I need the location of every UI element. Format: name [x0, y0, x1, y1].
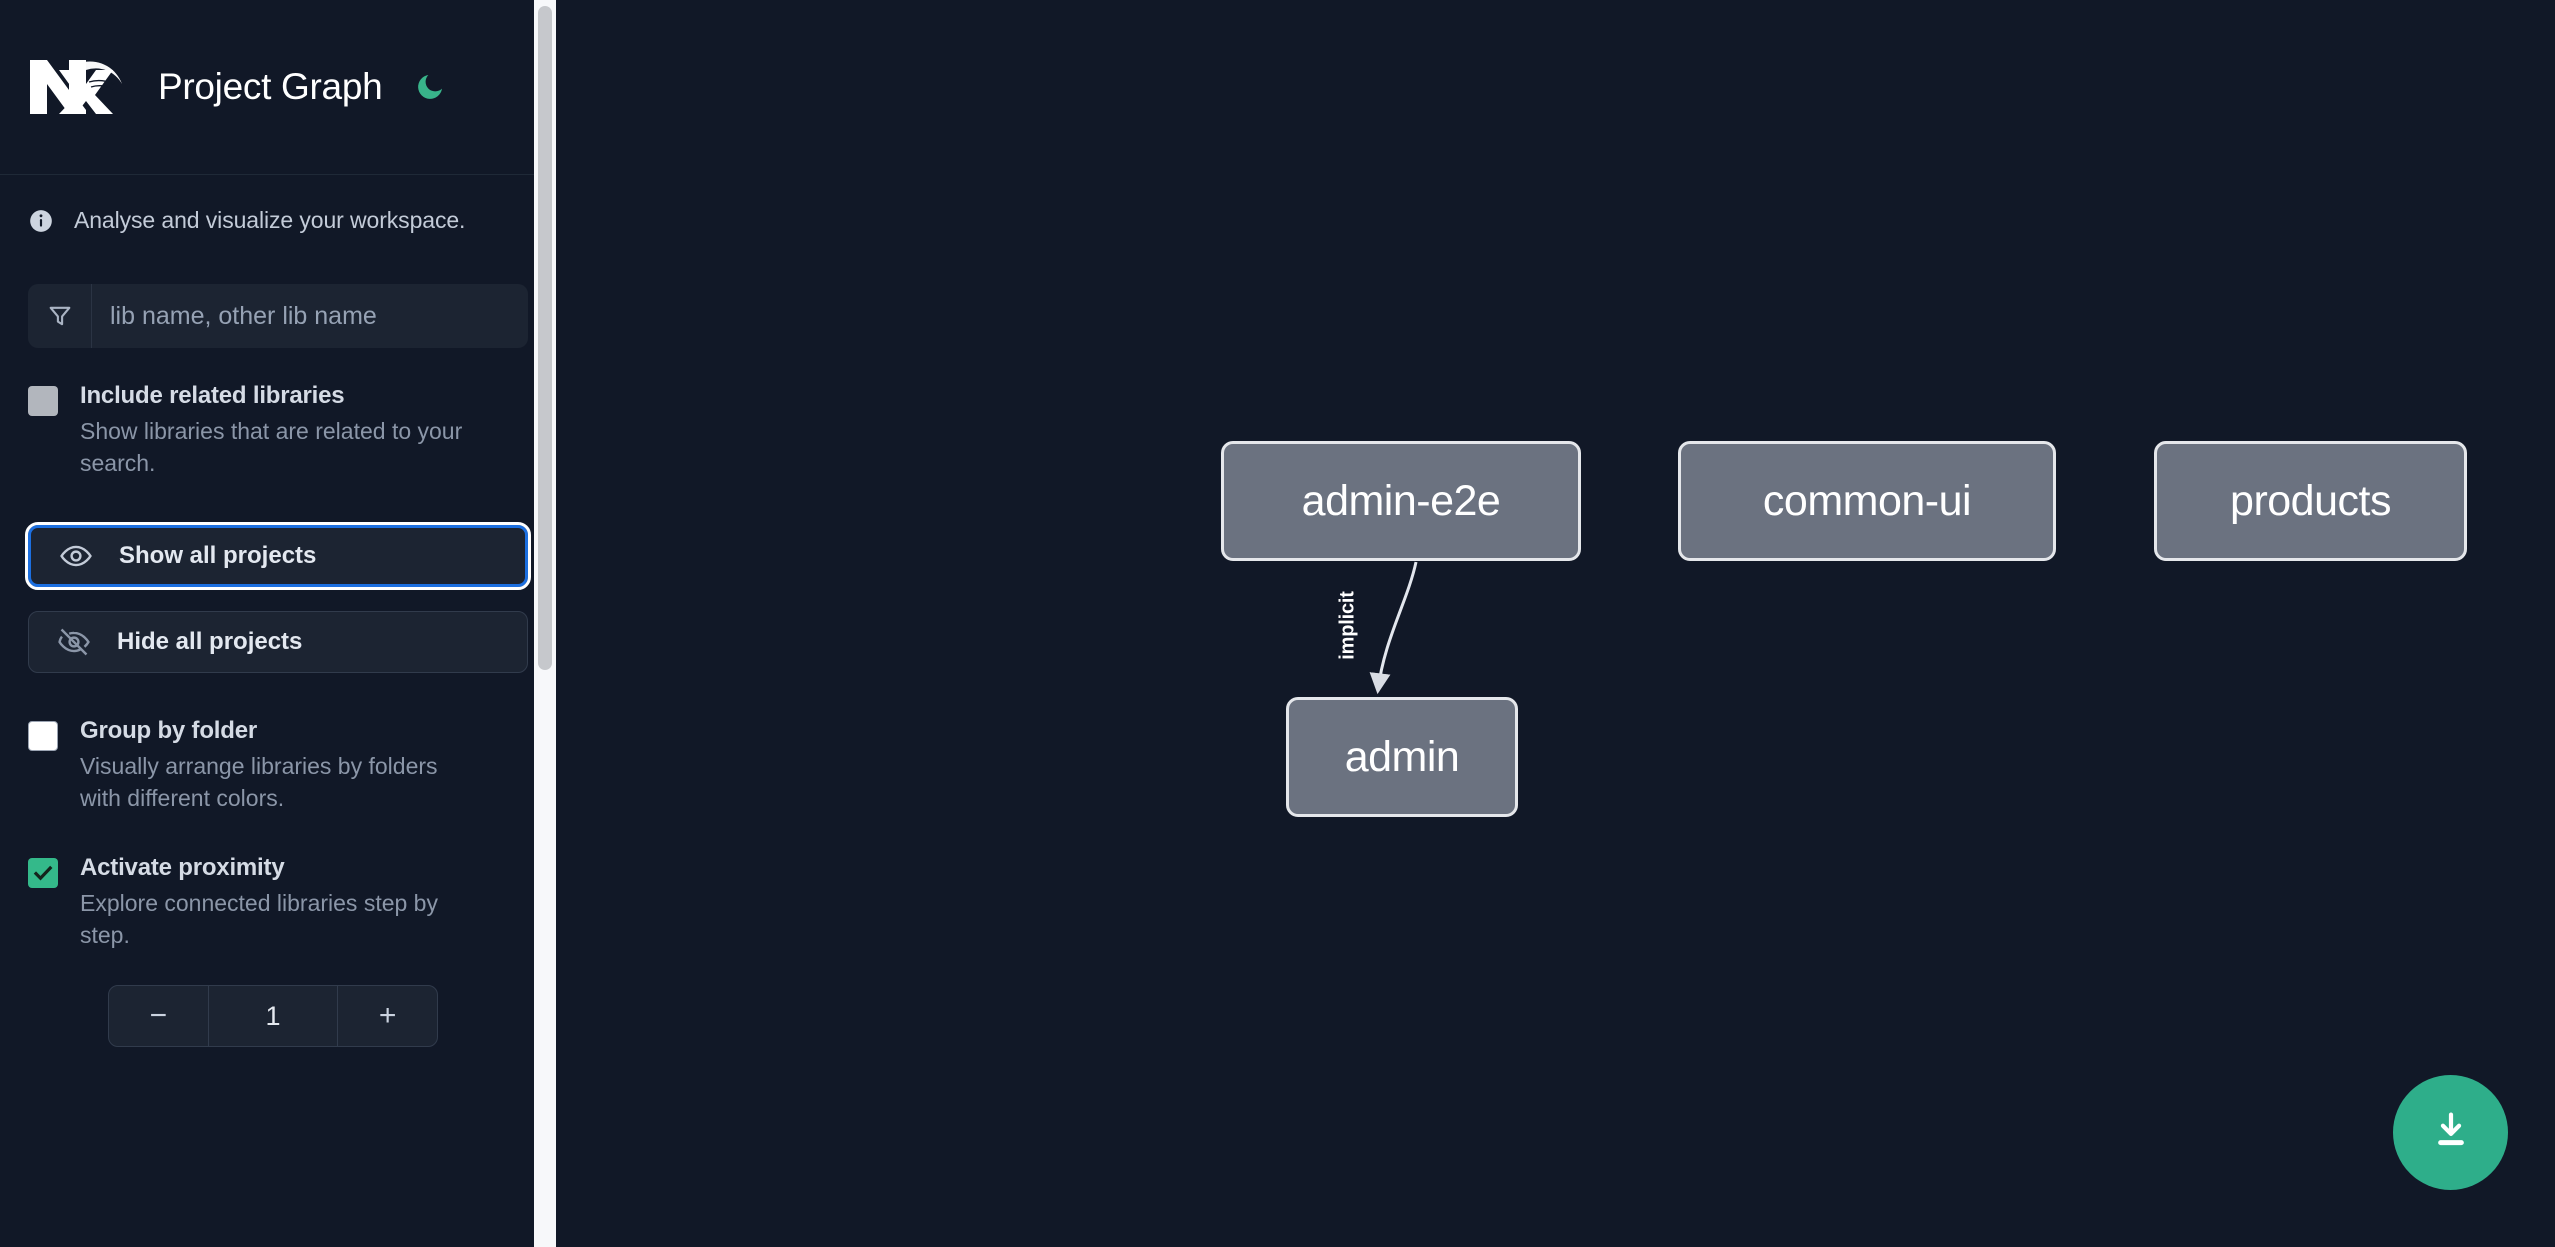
- sidebar: Project Graph Analyse and visualize your…: [0, 0, 556, 1247]
- group-by-folder-label: Group by folder: [80, 717, 258, 744]
- workspace-info: Analyse and visualize your workspace.: [0, 175, 556, 260]
- eye-off-icon: [57, 625, 91, 659]
- include-related-libraries-description: Show libraries that are related to your …: [80, 418, 463, 476]
- page-title: Project Graph: [158, 66, 383, 107]
- download-graph-button[interactable]: [2393, 1075, 2508, 1190]
- graph-edges: [1369, 561, 1418, 695]
- show-all-projects-button[interactable]: Show all projects: [25, 522, 531, 590]
- group-by-folder-row[interactable]: Group by folder Visually arrange librari…: [28, 717, 528, 814]
- search-input[interactable]: [92, 284, 528, 348]
- hide-all-projects-button[interactable]: Hide all projects: [28, 611, 528, 673]
- include-related-libraries-label: Include related libraries: [80, 382, 345, 409]
- sidebar-scrollbar-thumb[interactable]: [538, 6, 552, 670]
- proximity-decrement-button[interactable]: −: [109, 986, 208, 1046]
- funnel-icon: [28, 284, 92, 348]
- eye-icon: [59, 539, 93, 573]
- graph-node-admin-e2e[interactable]: admin-e2e: [1221, 441, 1581, 561]
- proximity-value: 1: [207, 986, 339, 1046]
- sidebar-header: Project Graph: [0, 0, 556, 175]
- sidebar-controls: Include related libraries Show libraries…: [0, 284, 556, 1047]
- include-related-libraries-checkbox[interactable]: [28, 386, 58, 416]
- hide-all-projects-label: Hide all projects: [117, 628, 303, 655]
- proximity-increment-button[interactable]: +: [338, 986, 437, 1046]
- graph-canvas[interactable]: implicit implicit admin-e2e common-ui pr…: [556, 0, 2555, 1247]
- proximity-stepper[interactable]: − 1 +: [108, 985, 438, 1047]
- edge-admin-e2e-to-admin: [1369, 561, 1418, 695]
- show-all-projects-label: Show all projects: [119, 542, 317, 569]
- graph-node-admin[interactable]: admin: [1286, 697, 1518, 817]
- activate-proximity-description: Explore connected libraries step by step…: [80, 890, 438, 948]
- group-by-folder-checkbox[interactable]: [28, 721, 58, 751]
- edge-label-admin: implicit: [1336, 591, 1359, 660]
- activate-proximity-label: Activate proximity: [80, 854, 285, 881]
- activate-proximity-row[interactable]: Activate proximity Explore connected lib…: [28, 854, 528, 951]
- graph-node-common-ui[interactable]: common-ui: [1678, 441, 2056, 561]
- activate-proximity-checkbox[interactable]: [28, 858, 58, 888]
- sidebar-scrollbar[interactable]: [534, 0, 556, 1247]
- moon-icon[interactable]: [410, 67, 450, 107]
- download-icon: [2428, 1107, 2474, 1158]
- info-icon: [28, 208, 54, 234]
- graph-node-products[interactable]: products: [2154, 441, 2467, 561]
- nx-logo: [28, 56, 124, 118]
- group-by-folder-description: Visually arrange libraries by folders wi…: [80, 753, 438, 811]
- info-text: Analyse and visualize your workspace.: [74, 207, 466, 233]
- visibility-buttons: Show all projects Hide all projects: [25, 522, 531, 673]
- filter-field[interactable]: [28, 284, 528, 348]
- include-related-libraries-row[interactable]: Include related libraries Show libraries…: [28, 382, 528, 479]
